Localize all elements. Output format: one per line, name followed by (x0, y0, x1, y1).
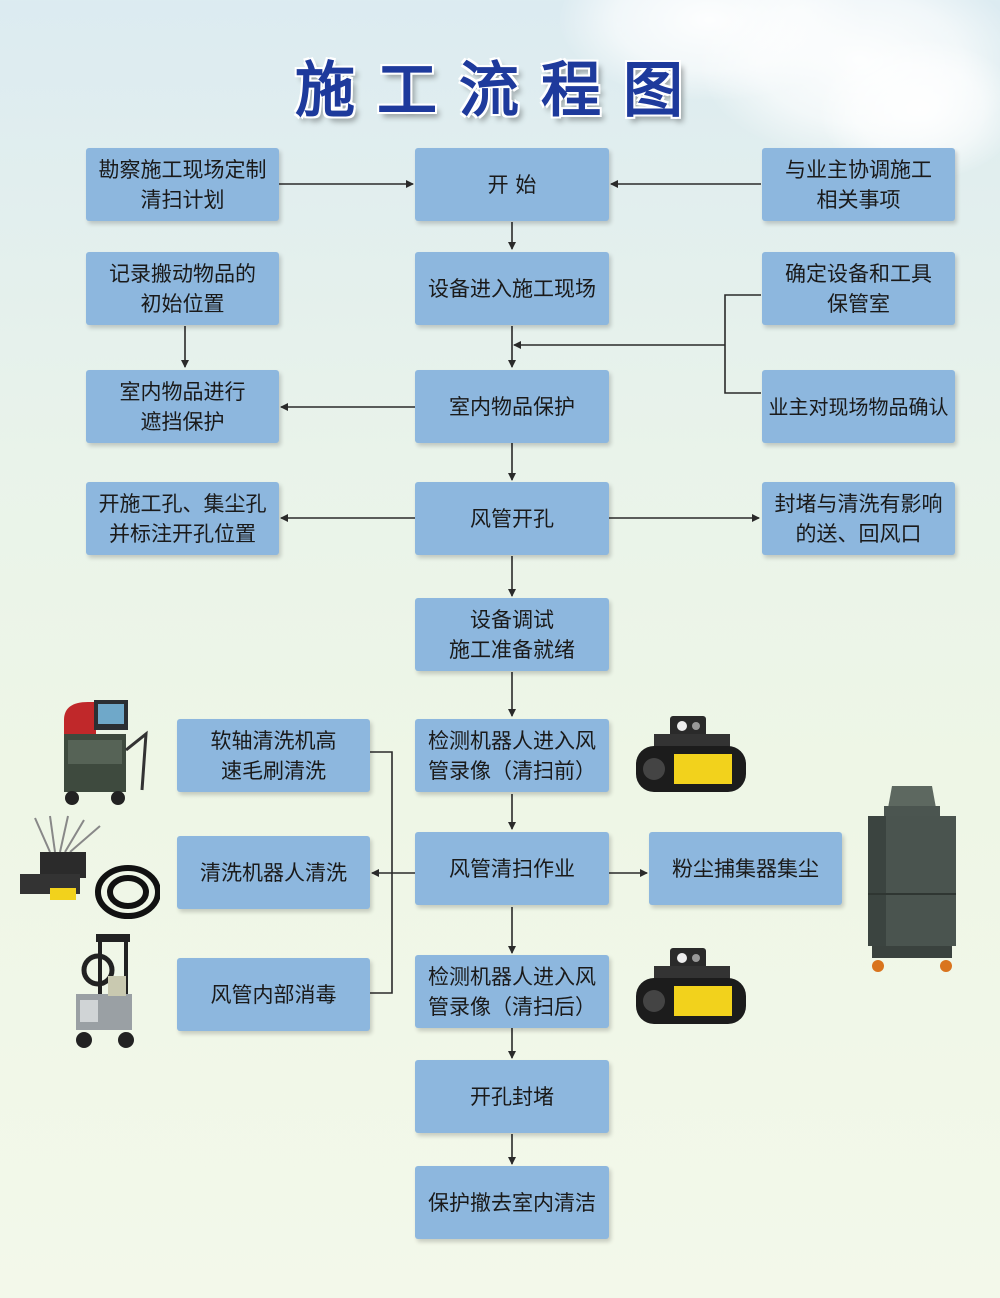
brush-cleaning-machine-icon (64, 700, 148, 805)
node-final-clean: 保护撤去室内清洁 (415, 1166, 609, 1239)
node-inspect-before: 检测机器人进入风 管录像（清扫前） (415, 719, 609, 792)
node-duct-opening: 风管开孔 (415, 482, 609, 555)
node-brush-clean: 软轴清洗机高 速毛刷清洗 (177, 719, 370, 792)
disinfection-sprayer-icon (76, 934, 134, 1048)
node-robot-clean: 清洗机器人清洗 (177, 836, 370, 909)
page-title: 施工流程图 (295, 56, 705, 126)
node-disinfect: 风管内部消毒 (177, 958, 370, 1031)
node-seal-holes: 开孔封堵 (415, 1060, 609, 1133)
node-item-protection: 室内物品保护 (415, 370, 609, 443)
node-dust-collect: 粉尘捕集器集尘 (649, 832, 842, 905)
node-start: 开 始 (415, 148, 609, 221)
node-confirm-storage: 确定设备和工具 保管室 (762, 252, 955, 325)
inspection-robot-icon (636, 948, 746, 1024)
cleaning-robot-kit-icon (20, 815, 160, 919)
node-cover-protection: 室内物品进行 遮挡保护 (86, 370, 279, 443)
node-seal-vents: 封堵与清洗有影响 的送、回风口 (762, 482, 955, 555)
node-coordinate-owner: 与业主协调施工 相关事项 (762, 148, 955, 221)
inspection-robot-icon (636, 716, 746, 792)
node-inspect-after: 检测机器人进入风 管录像（清扫后） (415, 955, 609, 1028)
node-survey-plan: 勘察施工现场定制 清扫计划 (86, 148, 279, 221)
node-open-holes: 开施工孔、集尘孔 并标注开孔位置 (86, 482, 279, 555)
node-duct-cleaning: 风管清扫作业 (415, 832, 609, 905)
node-equipment-enter: 设备进入施工现场 (415, 252, 609, 325)
node-owner-confirm: 业主对现场物品确认 (762, 370, 955, 443)
dust-collector-icon (868, 786, 956, 972)
node-equipment-debug: 设备调试 施工准备就绪 (415, 598, 609, 671)
node-record-positions: 记录搬动物品的 初始位置 (86, 252, 279, 325)
